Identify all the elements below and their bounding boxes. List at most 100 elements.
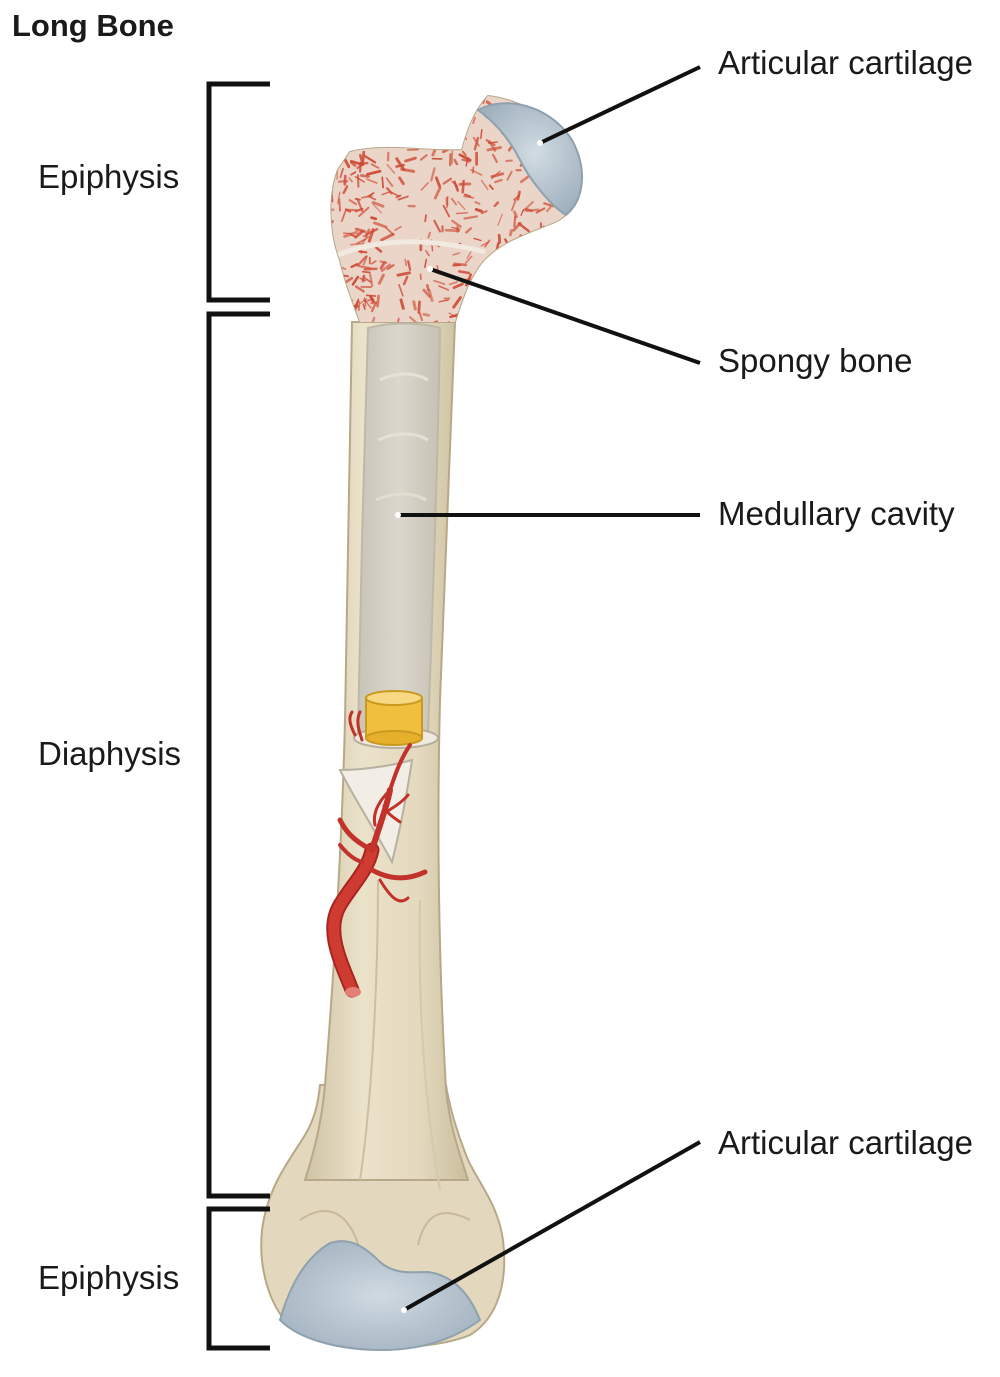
trabecula — [480, 179, 489, 191]
trabecula — [346, 138, 350, 146]
trabecula — [386, 163, 396, 174]
trabecula — [349, 135, 353, 143]
trabecula — [434, 176, 442, 188]
trabecula — [369, 96, 375, 104]
trabecula — [364, 228, 371, 237]
trabecula — [339, 315, 352, 322]
trabecula — [588, 147, 595, 150]
trabecula — [464, 255, 473, 264]
trabecula — [398, 176, 405, 186]
trabecula — [373, 221, 388, 229]
trabecula — [502, 310, 507, 318]
trabecula — [461, 179, 465, 194]
trabecula — [453, 109, 467, 116]
trabecula — [463, 215, 478, 220]
trabecula — [345, 307, 353, 314]
trabecula — [590, 200, 593, 203]
trabecula — [577, 96, 579, 104]
trabecula — [547, 239, 561, 244]
leader-lines — [398, 65, 701, 1312]
epiphyseal-line — [337, 239, 486, 258]
trabecula — [487, 141, 498, 144]
trabecula — [493, 275, 498, 288]
trabecula — [359, 174, 370, 178]
leader-spongy-bone — [429, 267, 701, 365]
trabecula — [496, 305, 507, 316]
trabecula — [546, 105, 555, 113]
trabecula — [390, 191, 401, 198]
trabecula — [553, 99, 560, 104]
medullary-cavity — [356, 322, 442, 733]
trabecula — [502, 319, 508, 322]
trabecula — [357, 300, 361, 312]
label-medullary-cavity: Medullary cavity — [718, 495, 955, 532]
trabecula — [589, 176, 598, 182]
trabecula — [331, 101, 342, 107]
bracket-diaphysis — [206, 311, 270, 1199]
trabecula — [530, 260, 544, 269]
trabecula — [430, 107, 446, 114]
trabecula — [452, 252, 461, 256]
trabecula — [386, 264, 395, 271]
condyle-fold — [417, 1212, 471, 1246]
trabecula — [444, 228, 461, 233]
trabecula — [446, 196, 449, 209]
trabecula — [361, 138, 368, 142]
trabecula — [354, 285, 365, 293]
trabecula — [473, 323, 478, 334]
trabecula — [430, 117, 437, 123]
trabecula — [381, 191, 391, 196]
trabecula — [381, 176, 384, 189]
trabecula — [331, 109, 336, 113]
trabecula — [359, 96, 367, 98]
label-diaphysis: Diaphysis — [38, 735, 181, 772]
trabecula — [496, 252, 503, 262]
trabecula — [530, 96, 540, 98]
trabecula — [369, 316, 376, 322]
trabecula — [510, 199, 517, 212]
trabecula — [398, 283, 404, 297]
trabecula — [451, 226, 461, 230]
trabecula — [523, 98, 532, 102]
trabecula — [497, 213, 503, 227]
trabecula — [358, 107, 365, 118]
leader-end-dots — [395, 140, 543, 1313]
trabecula — [438, 285, 450, 291]
trabecula — [486, 96, 490, 97]
trabecula — [451, 219, 462, 228]
trabecula — [354, 298, 360, 312]
trabecula — [424, 258, 428, 269]
label-epiphysis-top: Epiphysis — [38, 158, 179, 195]
trabecula — [550, 246, 564, 251]
trabecula — [399, 298, 405, 310]
trabecula — [582, 100, 593, 103]
trabecula — [374, 246, 383, 253]
trabecula — [454, 109, 459, 121]
trabecula — [461, 321, 466, 322]
trabecula — [548, 301, 561, 307]
trabecula — [472, 116, 477, 125]
trabecula — [572, 105, 577, 118]
leader-articular-cartilage-top — [539, 65, 701, 145]
trabecula — [466, 250, 473, 259]
trabecula — [582, 284, 583, 289]
trabecula — [505, 159, 513, 162]
trabecula — [457, 270, 471, 275]
trabecula — [356, 238, 367, 245]
trabecula — [513, 244, 520, 251]
trabecula — [425, 284, 430, 292]
trabecula — [464, 193, 472, 198]
trabecula — [354, 176, 365, 183]
trabecula — [331, 311, 337, 316]
trabecula — [476, 308, 481, 315]
trabecula — [424, 214, 427, 223]
label-spongy-bone: Spongy bone — [718, 342, 913, 379]
trabecula — [362, 135, 367, 144]
trabecula — [338, 198, 341, 212]
trabecula — [357, 102, 367, 107]
trabecula — [533, 275, 542, 288]
shaft-ridge-line — [418, 899, 441, 1191]
trabecula — [480, 129, 483, 139]
trabecula — [510, 277, 514, 292]
trabecula — [343, 174, 347, 186]
